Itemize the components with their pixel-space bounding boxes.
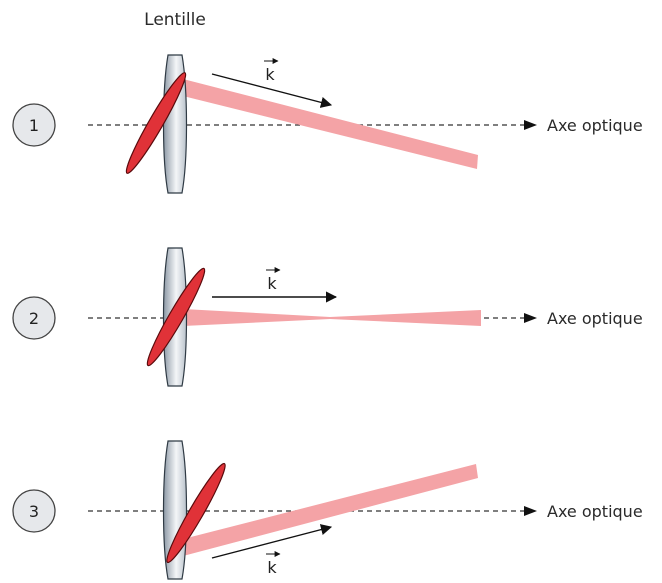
case-number-circle [12,103,56,147]
optical-axis-arrowhead [524,506,537,516]
case-2: Axe optique k 2 [12,247,643,387]
lens-title: Lentille [144,10,206,30]
k-vector-label: k [267,274,277,293]
laser-beam [183,464,478,556]
case-number-circle [12,489,56,533]
case-number: 3 [29,502,39,521]
case-number: 2 [29,309,39,328]
k-vector-label: k [267,558,277,577]
laser-beam [183,309,481,326]
case-1: Axe optique k 1 [12,54,643,194]
k-vector-label: k [265,65,275,84]
optical-axis-label: Axe optique [547,116,643,135]
case-number: 1 [29,116,39,135]
case-3: Axe optique k 3 [12,440,643,580]
optical-axis-arrowhead [524,313,537,323]
laser-beam [183,79,478,169]
case-number-circle [12,296,56,340]
beam-ellipse [125,72,187,174]
beam-ellipse [146,267,206,367]
optical-axis-label: Axe optique [547,502,643,521]
optical-axis-label: Axe optique [547,309,643,328]
k-vector-arrow [211,524,333,559]
beam-ellipse [166,462,226,564]
k-vector-arrow [211,73,333,108]
optical-axis-arrowhead [524,120,537,130]
